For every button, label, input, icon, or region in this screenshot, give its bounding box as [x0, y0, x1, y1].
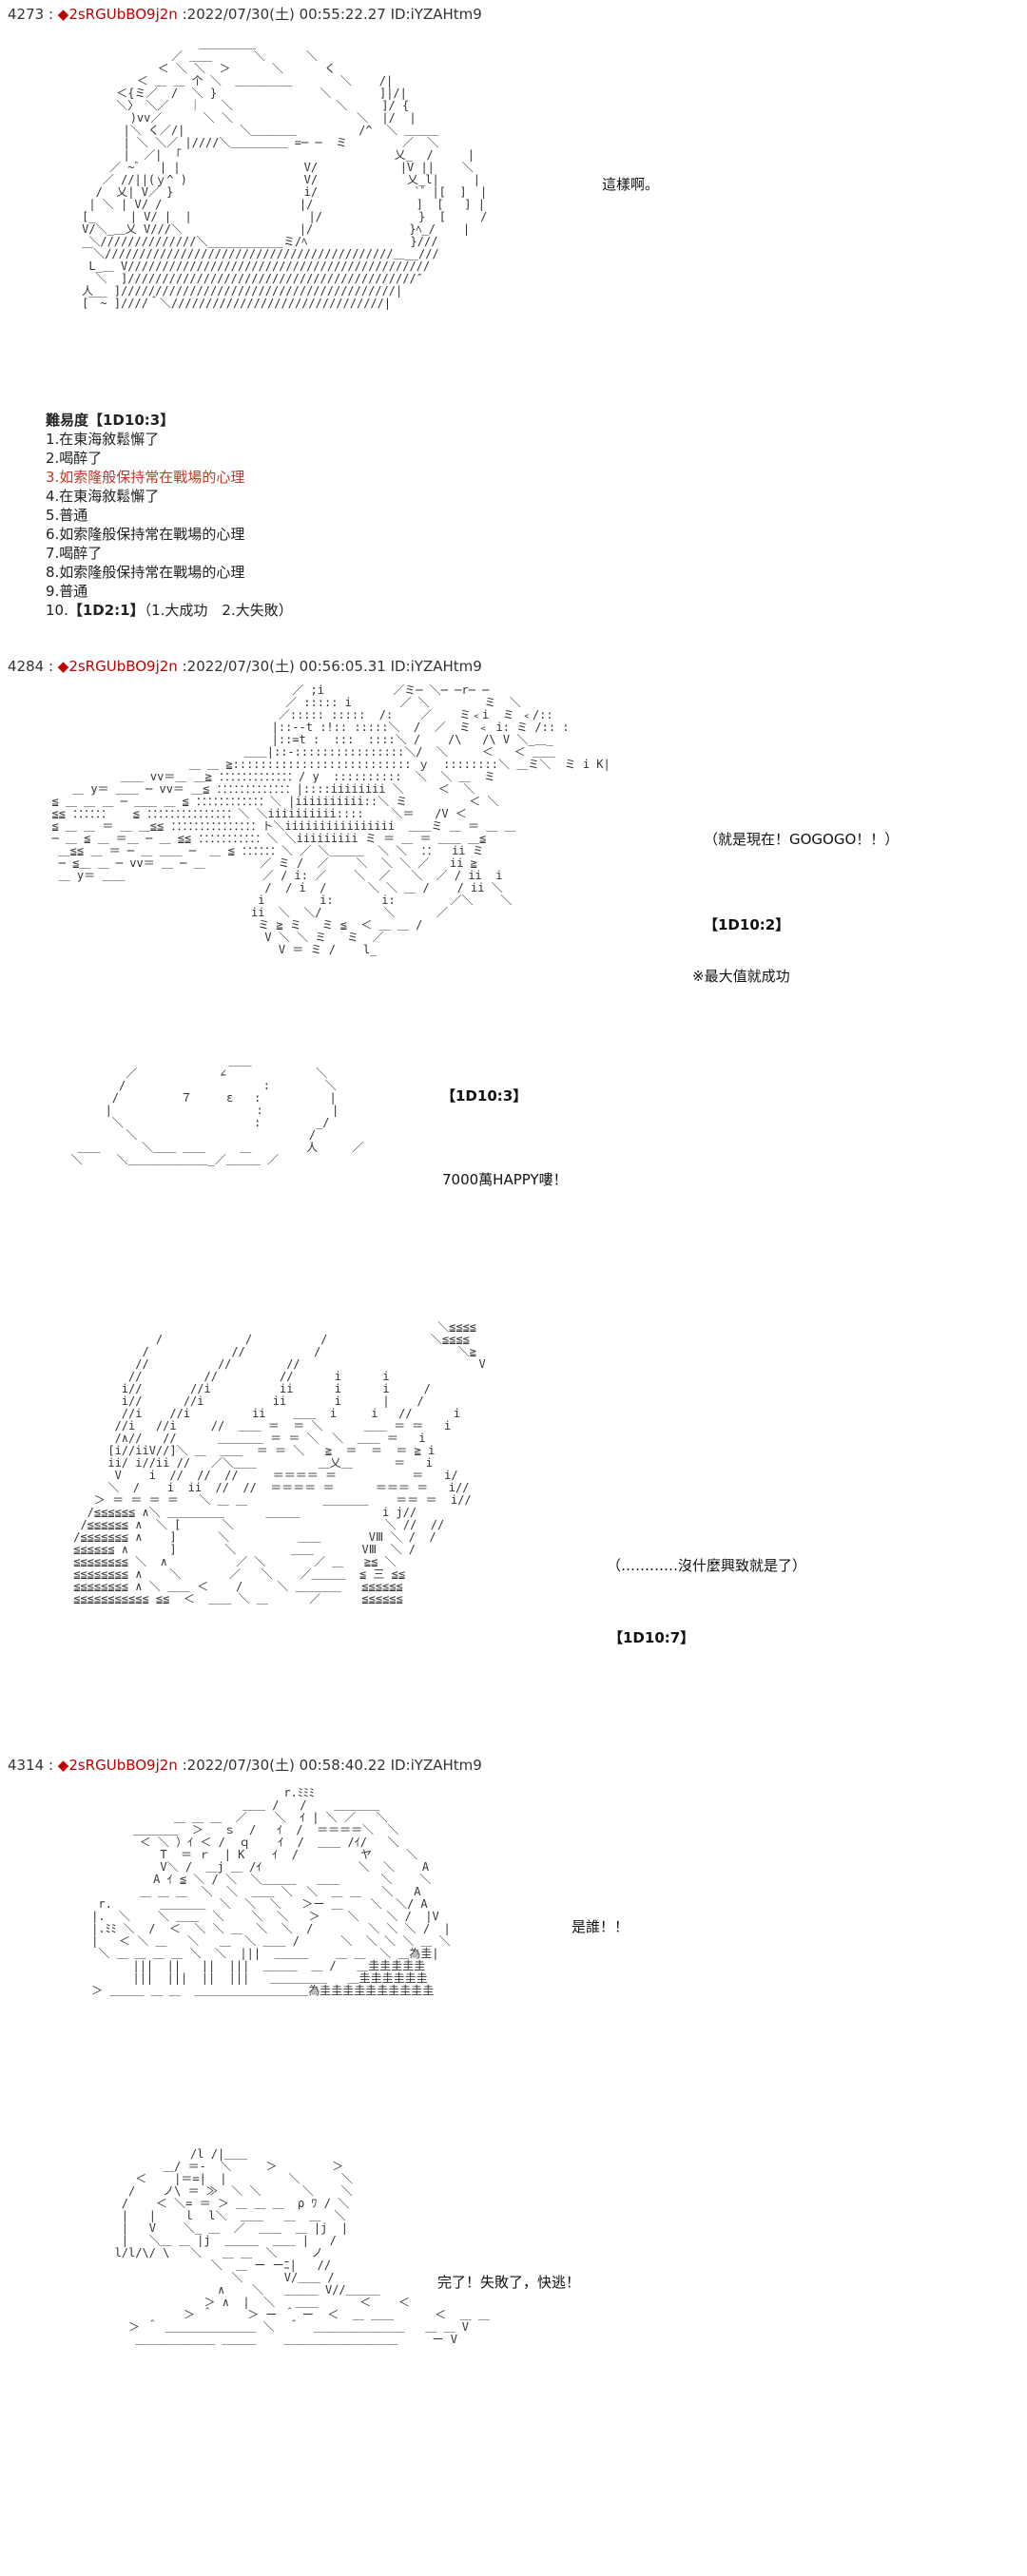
speech-happy: 7000萬HAPPY嘍！ [442, 1171, 568, 1188]
speech-failed-run: 完了！失敗了，快逃！ [437, 2274, 581, 2291]
ascii-art-character-face: ＼≦≦≦≦ / / / ＼≦≦≦≦ / // / ＼≧ // // // V /… [73, 1320, 486, 1605]
list-item-prefix: 10. [46, 602, 68, 619]
list-item: 4.在東海敘鬆懈了 [46, 488, 160, 505]
post-number: 4314 : [8, 1757, 53, 1774]
post-meta: :2022/07/30(土) 00:58:40.22 ID:iYZAHtm9 [182, 1757, 482, 1774]
list-item-suffix: （1.大成功 2.大失敗） [144, 602, 293, 619]
post-header-4314: 4314 : ◆2sRGUbBO9j2n :2022/07/30(土) 00:5… [8, 1755, 482, 1775]
difficulty-title: 難易度【1D10:3】 [46, 412, 175, 429]
ascii-art-character-rest: ＿＿＿＿＿ ／ ＿＿ ＼ ＼ ＜ ＼ ＼ ＞ ＼ く ＜ ＿ ＿ 个 ＼ ＿＿＿… [82, 37, 488, 310]
post-meta: :2022/07/30(土) 00:56:05.31 ID:iYZAHtm9 [182, 658, 482, 675]
note-max-success: ※最大值就成功 [692, 968, 790, 985]
post-number: 4284 : [8, 658, 53, 675]
speech-this-is-it: 這樣啊。 [602, 176, 660, 193]
ascii-art-character-turning: r.ﾐﾐﾐ ＿＿ / / ＿＿＿＿ ＿ ＿ ＿ ／ ＼ ｲ | ＼ ／ ＼ ＿＿… [91, 1786, 451, 1997]
post-meta: :2022/07/30(土) 00:55:22.27 ID:iYZAHtm9 [182, 6, 482, 23]
post-header-4273: 4273 : ◆2sRGUbBO9j2n :2022/07/30(土) 00:5… [8, 4, 482, 24]
post-header-4284: 4284 : ◆2sRGUbBO9j2n :2022/07/30(土) 00:5… [8, 656, 482, 676]
list-item: 1.在東海敘鬆懈了 [46, 431, 160, 448]
ascii-art-cookie: ＿＿ ／ ∠ ＼ / : ＼ / ７ ε : | | : | ＼ : [70, 1054, 364, 1166]
poster-trip[interactable]: ◆2sRGUbBO9j2n [57, 1757, 178, 1774]
speech-no-interest: （…………沒什麼興致就是了） [607, 1557, 807, 1574]
ascii-art-rifle-shot: ／ ;i ／ミ─ ＼─ ─r─ ─ ／ ::::: i ／ ＼ ミ ＼ ／:::… [51, 683, 610, 956]
dice-roll: 【1D10:7】 [609, 1629, 695, 1646]
poster-trip[interactable]: ◆2sRGUbBO9j2n [57, 658, 178, 675]
list-item: 6.如索隆般保持常在戰場的心理 [46, 526, 245, 543]
speech-go-now: （就是現在！GOGOGO！！） [704, 831, 900, 848]
list-item-last: 10.【1D2:1】（1.大成功 2.大失敗） [46, 601, 293, 620]
dice-roll: 【1D2:1】 [68, 602, 145, 619]
list-item: 8.如索隆般保持常在戰場的心理 [46, 564, 245, 581]
list-item: 5.普通 [46, 507, 88, 524]
list-item: 2.喝醉了 [46, 450, 103, 467]
list-item: 9.普通 [46, 583, 88, 600]
dice-roll: 【1D10:3】 [441, 1087, 528, 1105]
post-number: 4273 : [8, 6, 53, 23]
dice-roll: 【1D10:2】 [704, 916, 790, 933]
poster-trip[interactable]: ◆2sRGUbBO9j2n [57, 6, 178, 23]
list-item: 7.喝醉了 [46, 545, 103, 562]
speech-who: 是誰！！ [572, 1918, 630, 1935]
ascii-art-character-flee: /l /|＿＿ ＿/ ＝- ＼ ＞ ＞ ＜ |＝=| | ＼ ＼ / ノ\ ＝ … [114, 2147, 490, 2346]
difficulty-list: 難易度【1D10:3】 1.在東海敘鬆懈了 2.喝醉了 3.如索隆般保持常在戰場… [46, 411, 293, 620]
list-item-highlighted: 3.如索隆般保持常在戰場的心理 [46, 469, 245, 486]
